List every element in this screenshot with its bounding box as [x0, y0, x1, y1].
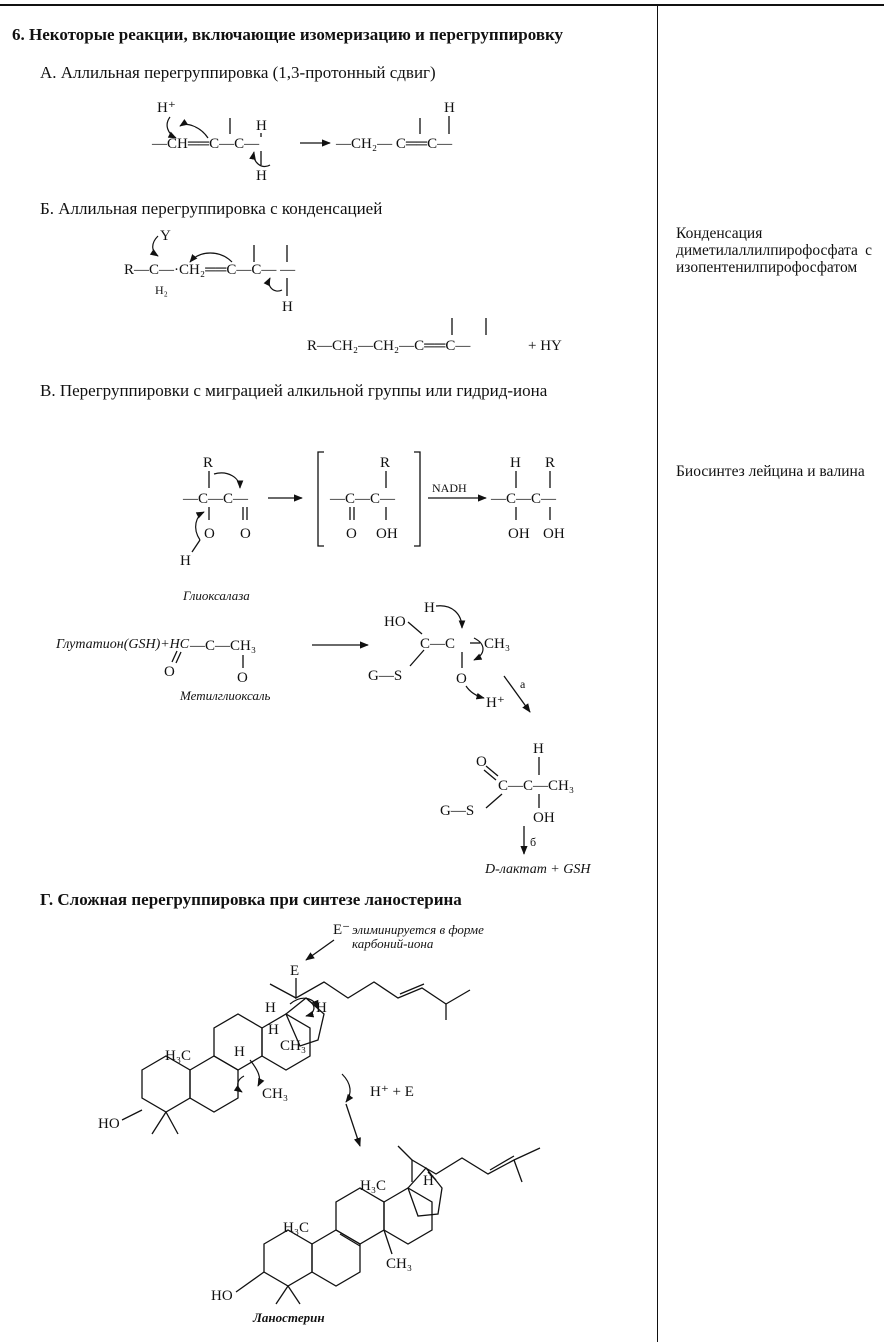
svg-text:CH₃: CH₃	[386, 1256, 412, 1272]
step-a-label: а	[520, 677, 526, 691]
hy-byproduct: + HY	[528, 338, 562, 354]
scheme-g-lanosterol: E⁻ E H H H CH₃ H₃C H CH₃ HO H⁺ + E	[98, 922, 541, 1305]
svg-text:R: R	[203, 455, 213, 471]
scheme-a-allylic-shift: H⁺ —CH══C—C— H H —CH₂— C══C— H	[151, 100, 455, 184]
svg-text:Y: Y	[160, 228, 171, 244]
svg-text:H⁺: H⁺	[157, 100, 176, 116]
scheme-v-alkyl-migration: R —C—C— O O H R —C—C— O OH NADH H R —C—C…	[180, 451, 565, 569]
subsection-b-title: Б. Аллильная перегруппировка с конденсац…	[40, 199, 383, 218]
nadh-label: NADH	[432, 481, 467, 495]
svg-text:H: H	[234, 1044, 245, 1060]
svg-text:OH: OH	[376, 526, 398, 542]
svg-text:R: R	[380, 455, 390, 471]
top-rule	[0, 4, 884, 6]
h-plus-e-label: H⁺ + E	[370, 1084, 414, 1100]
svg-text:OH: OH	[508, 526, 530, 542]
svg-text:H: H	[282, 299, 293, 315]
e-minus-label: E⁻	[333, 922, 350, 938]
svg-text:H₃C: H₃C	[283, 1220, 309, 1236]
svg-text:H: H	[256, 168, 267, 184]
note-leucine-valine: Биосинтез лейцина и валина	[676, 463, 865, 480]
svg-text:O: O	[456, 671, 467, 687]
glyoxalase-label: Глиоксалаза	[183, 588, 250, 603]
svg-text:H: H	[423, 1173, 434, 1189]
svg-text:—C—C—: —C—C—	[490, 491, 557, 507]
svg-text:HO: HO	[211, 1288, 233, 1304]
d-lactate-label: D-лактат + GSH	[485, 862, 591, 877]
svg-text:R—C—·CH₂══C—C— —: R—C—·CH₂══C—C— —	[124, 262, 296, 278]
svg-text:O: O	[476, 754, 487, 770]
svg-text:H: H	[510, 455, 521, 471]
methylglyoxal-label: Метилглиоксаль	[180, 688, 271, 703]
svg-text:O: O	[237, 670, 248, 686]
svg-text:H: H	[316, 1000, 327, 1016]
lanosterol-label: Ланостерин	[253, 1310, 325, 1325]
svg-text:O: O	[204, 526, 215, 542]
svg-text:O: O	[346, 526, 357, 542]
scheme-b-condensation: Y R—C—·CH₂══C—C— — H₂ H R—CH₂—CH₂—C══C— …	[124, 228, 562, 354]
svg-text:H₂: H₂	[155, 283, 168, 297]
svg-text:—C—C—: —C—C—	[182, 491, 249, 507]
column-divider	[657, 6, 658, 1342]
svg-text:—C—C—: —C—C—	[329, 491, 396, 507]
svg-text:H: H	[268, 1022, 279, 1038]
svg-text:H₃C: H₃C	[360, 1178, 386, 1194]
svg-text:O: O	[240, 526, 251, 542]
svg-text:H: H	[444, 100, 455, 116]
svg-text:H: H	[256, 118, 267, 134]
svg-text:H⁺: H⁺	[486, 695, 505, 711]
step-b-label: б	[530, 835, 536, 849]
svg-text:CH₃: CH₃	[280, 1038, 306, 1054]
svg-text:CH₃: CH₃	[484, 636, 510, 652]
svg-text:OH: OH	[543, 526, 565, 542]
svg-text:H: H	[533, 741, 544, 757]
svg-text:—CH══C—C—: —CH══C—C—	[151, 136, 260, 152]
svg-text:O: O	[164, 664, 175, 680]
svg-text:G—S: G—S	[368, 668, 402, 684]
svg-text:H: H	[265, 1000, 276, 1016]
svg-text:—CH₂— C══C—: —CH₂— C══C—	[335, 136, 453, 152]
svg-text:—C—CH₃: —C—CH₃	[189, 638, 256, 654]
svg-text:G—S: G—S	[440, 803, 474, 819]
scheme-glyoxalase: —C—CH₃ O O HO H C—C CH₃ G—S O H⁺ а O C—C…	[164, 600, 574, 855]
subsection-g-title: Г. Сложная перегруппировка при синтезе л…	[40, 890, 462, 909]
e-elimination-note: элиминируется в форме карбоний-иона	[352, 922, 484, 951]
svg-text:H: H	[180, 553, 191, 569]
svg-text:HO: HO	[98, 1116, 120, 1132]
subsection-v-title: В. Перегруппировки с миграцией алкильной…	[40, 381, 548, 400]
svg-text:CH₃: CH₃	[262, 1086, 288, 1102]
svg-text:R: R	[545, 455, 555, 471]
svg-text:H: H	[424, 600, 435, 616]
svg-text:OH: OH	[533, 810, 555, 826]
svg-text:C—C—CH₃: C—C—CH₃	[498, 778, 574, 794]
svg-text:R—CH₂—CH₂—C══C—: R—CH₂—CH₂—C══C—	[307, 338, 471, 354]
subsection-a-title: А. Аллильная перегруппировка (1,3-протон…	[40, 63, 436, 82]
svg-text:E: E	[290, 963, 299, 979]
section-heading: 6. Некоторые реакции, включающие изомери…	[12, 25, 564, 44]
svg-text:C—C: C—C	[420, 636, 455, 652]
glutathione-label: Глутатион(GSH)+HC	[56, 637, 190, 652]
svg-text:HO: HO	[384, 614, 406, 630]
note-dimethylallyl-condensation: Конденсация диметилаллилпирофосфата с из…	[676, 225, 872, 276]
svg-text:H₃C: H₃C	[165, 1048, 191, 1064]
